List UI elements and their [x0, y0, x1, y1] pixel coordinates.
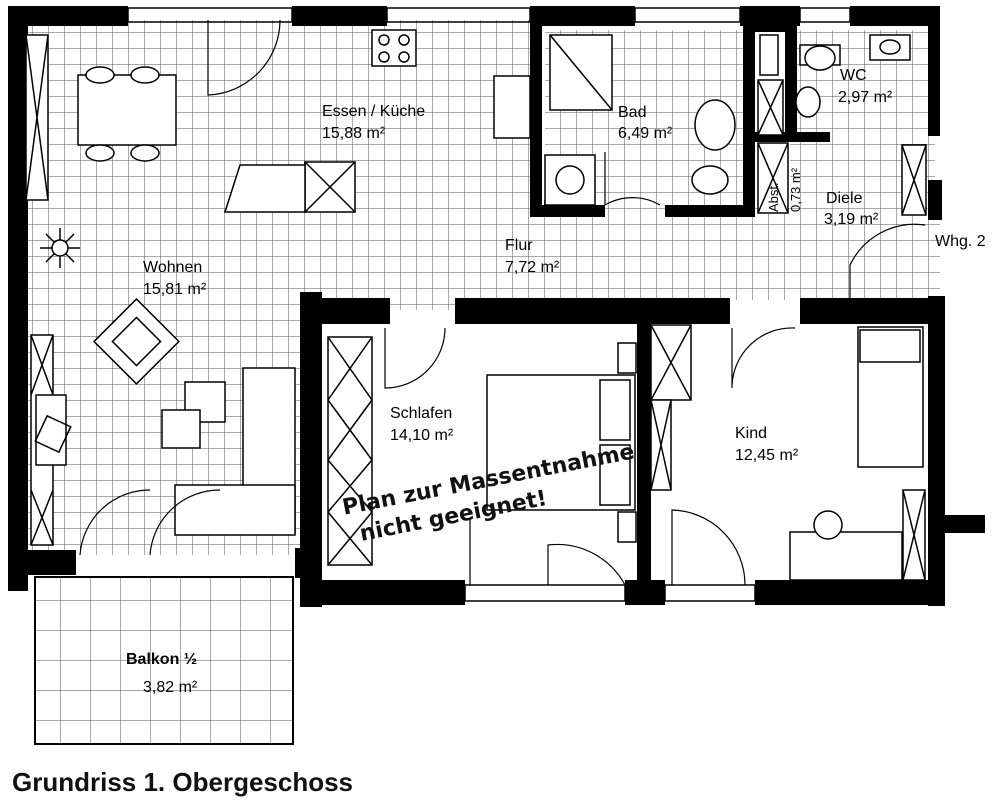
room-area-flur: 7,72 m² — [505, 259, 560, 276]
furniture — [25, 29, 927, 581]
room-area-wohnen: 15,81 m² — [143, 281, 207, 298]
room-name-diele: Diele — [826, 190, 863, 207]
room-name-wohnen: Wohnen — [143, 259, 202, 276]
room-name-flur: Flur — [505, 237, 533, 254]
room-name-wc: WC — [840, 67, 867, 84]
balcony-outline — [34, 576, 294, 745]
room-labels: Essen / Küche 15,88 m² Bad 6,49 m² WC 2,… — [126, 67, 986, 696]
room-name-essen-kueche: Essen / Küche — [322, 103, 425, 120]
room-area-wc: 2,97 m² — [838, 89, 893, 106]
room-name-bad: Bad — [618, 104, 646, 121]
room-area-kind: 12,45 m² — [735, 447, 799, 464]
walls — [8, 6, 985, 607]
room-area-balkon: 3,82 m² — [143, 679, 198, 696]
room-name-abst: Abst. — [766, 182, 781, 212]
doors — [79, 19, 926, 586]
room-name-schlafen: Schlafen — [390, 405, 452, 422]
neighbor-unit-label: Whg. 2 — [935, 233, 986, 250]
plan-caption: Grundriss 1. Obergeschoss — [12, 767, 353, 797]
room-area-essen-kueche: 15,88 m² — [322, 125, 386, 142]
windows — [127, 7, 851, 602]
room-area-diele: 3,19 m² — [824, 211, 879, 228]
room-area-abst: 0,73 m² — [788, 167, 803, 212]
room-area-bad: 6,49 m² — [618, 125, 673, 142]
room-name-kind: Kind — [735, 425, 767, 442]
room-area-schlafen: 14,10 m² — [390, 427, 454, 444]
room-name-balkon: Balkon ½ — [126, 651, 197, 668]
